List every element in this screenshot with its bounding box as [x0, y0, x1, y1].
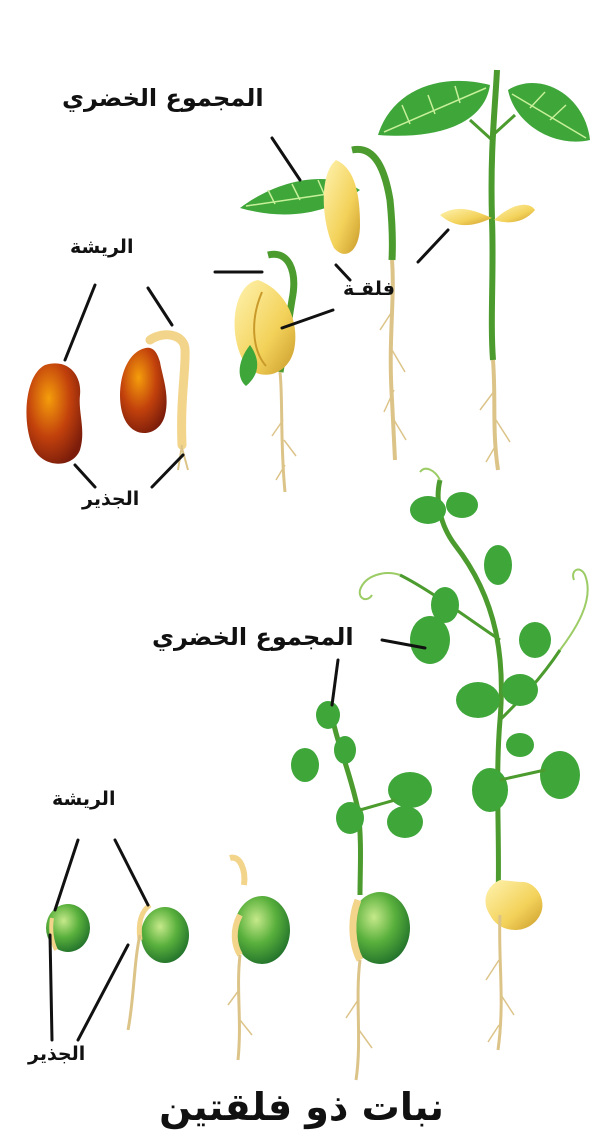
label-pea-shoot: المجموع الخضري	[152, 625, 354, 649]
pea-young-plant	[360, 469, 588, 1050]
pea-seedling-2	[291, 701, 432, 1080]
bean-seed-dry	[26, 363, 82, 463]
pointer-bean-radicle-1	[75, 465, 95, 487]
diagram-title: نبات ذو فلقتين	[0, 1088, 603, 1126]
pointer-pea-plumule-2	[115, 840, 148, 905]
label-pea-radicle: الجذير	[28, 1045, 85, 1064]
pointer-bean-shoot	[272, 138, 300, 180]
pea-seedling-1	[228, 858, 290, 1060]
pointer-bean-cotyledon-3	[418, 230, 448, 262]
pointer-bean-plumule-1	[65, 285, 95, 360]
bean-seed-sprouting	[120, 335, 188, 470]
pointer-pea-radicle-2	[78, 945, 128, 1040]
pointer-pea-plumule-1	[55, 840, 78, 910]
pointer-bean-plumule-2	[148, 288, 172, 325]
bean-young-plant	[378, 70, 590, 470]
label-pea-plumule: الريشة	[52, 790, 115, 809]
bean-seedling-hook	[235, 254, 296, 492]
pointer-pea-radicle-1	[50, 935, 52, 1040]
label-bean-plumule: الريشة	[70, 238, 133, 257]
label-bean-radicle: الجذير	[82, 490, 139, 509]
label-bean-cotyledon: فلقـة	[343, 280, 395, 299]
label-bean-shoot: المجموع الخضري	[62, 86, 264, 110]
pointer-pea-shoot-2	[332, 660, 338, 705]
pointer-bean-radicle-2	[152, 455, 183, 487]
pea-seed-2	[128, 905, 189, 1030]
pea-seed-1	[46, 904, 90, 952]
